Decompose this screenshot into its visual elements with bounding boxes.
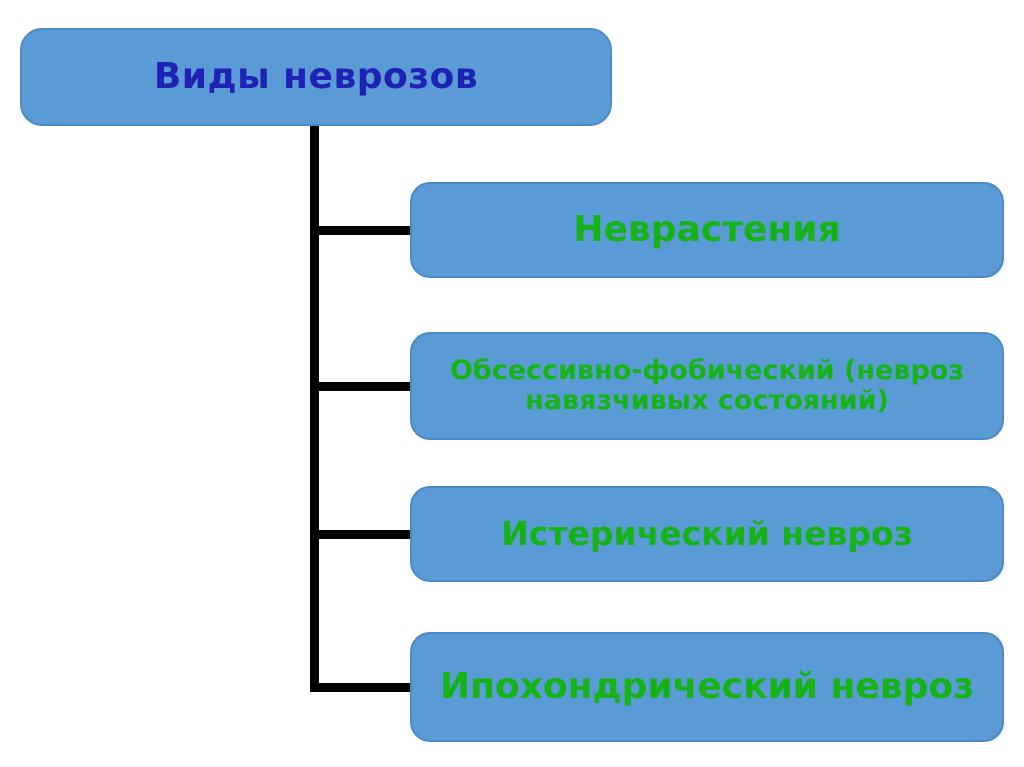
node-root: Виды неврозов — [20, 28, 612, 126]
connector-branch-1 — [310, 226, 412, 235]
node-hysterical-label: Истерический невроз — [501, 513, 913, 553]
connector-branch-4 — [310, 683, 412, 692]
node-hysterical: Истерический невроз — [410, 486, 1004, 582]
connector-branch-3 — [310, 530, 412, 539]
node-neurasthenia-label: Неврастения — [573, 208, 841, 250]
node-obsessive-phobic-label: Обсессивно-фобический (невроз навязчивых… — [449, 354, 965, 416]
connector-trunk — [310, 126, 319, 692]
node-obsessive-phobic: Обсессивно-фобический (невроз навязчивых… — [410, 332, 1004, 440]
node-neurasthenia: Неврастения — [410, 182, 1004, 278]
node-hypochondriacal: Ипохондрический невроз — [410, 632, 1004, 742]
node-hypochondriacal-label: Ипохондрический невроз — [439, 665, 974, 707]
connector-branch-2 — [310, 382, 412, 391]
node-root-label: Виды неврозов — [153, 55, 479, 97]
